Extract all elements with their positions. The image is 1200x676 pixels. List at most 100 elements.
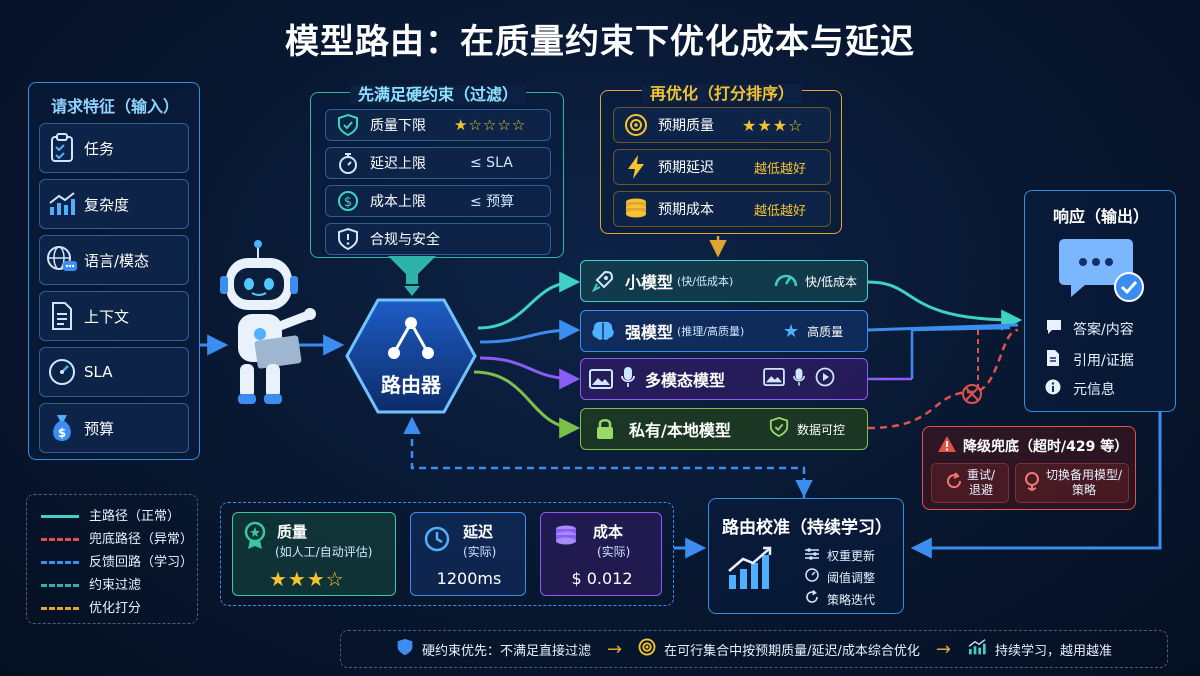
metric-sub: (如人工/自动评估) (275, 545, 373, 559)
document-icon (1045, 349, 1061, 371)
constraint-label: 质量下限 (370, 118, 426, 134)
model-tag: 高质量 (807, 324, 844, 339)
star-icon: ★ (783, 320, 800, 342)
model-name: 私有/本地模型 (629, 421, 731, 440)
model-name: 小模型 (625, 273, 674, 292)
fallback-retry: 重试/ 退避 (931, 463, 1009, 503)
page-title: 模型路由：在质量约束下优化成本与延迟 (285, 22, 915, 62)
score-quality: 预期质量 ★★★☆ (613, 107, 831, 143)
router-node[interactable]: 路由器 (344, 297, 478, 415)
input-item-label: 复杂度 (84, 195, 130, 214)
legend-item-fallback: 兜底路径（异常） (41, 528, 193, 551)
svg-text:$: $ (58, 426, 66, 440)
fallback-item-label: 切换备用模型/ 策略 (1045, 468, 1123, 497)
model-sub: (推理/高质量) (677, 325, 745, 338)
clock-icon (423, 525, 451, 557)
constraint-value: ≤ SLA (470, 155, 513, 171)
metric-label: 延迟 (463, 523, 494, 541)
calibration-panel: 路由校准（持续学习） 权重更新 阈值调整 策略迭代 (708, 498, 904, 614)
arrow-right-icon: → (607, 638, 623, 660)
fallback-switch: 切换备用模型/ 策略 (1015, 463, 1129, 503)
constraint-quality: 质量下限 ★☆☆☆☆ (325, 109, 551, 141)
metric-value: $ 0.012 (571, 569, 633, 588)
award-icon (243, 521, 267, 555)
globe-chat-icon (40, 245, 84, 275)
link-router-strong (479, 319, 581, 344)
model-tag: 数据可控 (797, 422, 846, 437)
constraint-latency: 延迟上限 ≤ SLA (325, 147, 551, 179)
shield-check-icon (769, 416, 789, 442)
fallback-x-circle (962, 384, 982, 404)
model-strong[interactable]: 强模型 (推理/高质量) ★ 高质量 (580, 310, 868, 352)
link-router-private (473, 370, 581, 439)
play-icon (815, 367, 835, 391)
input-item-label: 任务 (84, 139, 115, 158)
footer-bar: 硬约束优先：不满足直接过滤 → 在可行集合中按预期质量/延迟/成本综合优化 → … (340, 630, 1168, 668)
coins-icon (614, 197, 658, 221)
model-private[interactable]: 私有/本地模型 数据可控 (580, 408, 868, 450)
input-item-label: 上下文 (84, 307, 130, 326)
speedometer-icon (773, 268, 799, 294)
fallback-item-label: 重试/ 退避 (966, 468, 996, 497)
legend: 主路径（正常） 兜底路径（异常） 反馈回路（学习） 约束过滤 优化打分 (26, 494, 198, 624)
output-item-label: 引用/证据 (1073, 353, 1134, 369)
output-panel-title: 响应（输出） (1052, 207, 1149, 226)
input-item-language: 语言/模态 (39, 235, 189, 285)
constraint-label: 合规与安全 (370, 232, 440, 248)
model-multimodal[interactable]: 多模态模型 (580, 358, 868, 400)
stopwatch-icon (326, 151, 370, 175)
calibration-item-weights: 权重更新 (805, 545, 875, 567)
constraint-compliance: 合规与安全 (325, 223, 551, 255)
constraint-quality-stars: ★☆☆☆☆ (454, 116, 527, 134)
score-label: 预期成本 (658, 202, 714, 218)
link-output-calibration (910, 412, 1162, 559)
image-icon (581, 369, 621, 389)
metric-label: 质量 (277, 523, 308, 541)
lock-icon (581, 417, 629, 441)
chart-up-icon (967, 638, 987, 660)
metric-cost: 成本 (实际) $ 0.012 (540, 512, 662, 596)
legend-item-main: 主路径（正常） (41, 505, 193, 528)
lightning-icon (614, 154, 658, 180)
score-label: 预期延迟 (658, 160, 714, 176)
output-item-citation: 引用/证据 (1045, 349, 1134, 371)
constraint-label: 延迟上限 (370, 156, 426, 172)
calibration-title: 路由校准（持续学习） (722, 518, 892, 538)
filter-funnel-icon (386, 254, 438, 298)
score-quality-stars: ★★★☆ (742, 115, 804, 135)
output-item-meta: 元信息 (1045, 379, 1115, 399)
svg-text:$: $ (344, 195, 352, 210)
input-item-complexity: 复杂度 (39, 179, 189, 229)
input-panel: 请求特征（输入） 任务 复杂度 语言/模态 上下文 SLA $ 预算 (28, 82, 200, 460)
constraints-panel-title: 先满足硬约束（过滤） (349, 85, 526, 104)
fallback-panel: 降级兜底（超时/429 等） 重试/ 退避 切换备用模型/ 策略 (922, 426, 1136, 510)
footer-item: 硬约束优先：不满足直接过滤 (422, 643, 592, 659)
money-bag-icon: $ (40, 412, 84, 444)
scoring-panel-title: 再优化（打分排序） (641, 84, 802, 103)
link-small-output (867, 280, 1023, 331)
input-item-budget: $ 预算 (39, 403, 189, 453)
model-small[interactable]: 小模型 (快/低成本) 快/低成本 (580, 260, 868, 302)
brain-icon (581, 319, 625, 343)
microphone-icon (793, 367, 805, 391)
refresh-icon (805, 589, 819, 611)
legend-item-filter: 约束过滤 (41, 574, 193, 597)
input-item-label: SLA (84, 363, 113, 381)
metric-sub: (实际) (463, 545, 497, 559)
metric-quality-stars: ★★★☆ (269, 567, 345, 591)
link-router-small (477, 271, 581, 330)
output-panel: 响应（输出） 答案/内容 引用/证据 元信息 (1024, 190, 1176, 412)
info-icon (1045, 379, 1061, 399)
chat-check-icon (1059, 235, 1145, 305)
link-fallback (867, 328, 1019, 430)
input-item-task: 任务 (39, 123, 189, 173)
link-router-multimodal (479, 356, 581, 390)
output-item-label: 答案/内容 (1073, 322, 1134, 338)
metric-sub: (实际) (597, 545, 631, 559)
switch-icon (1022, 471, 1042, 495)
arrow-right-icon: → (935, 638, 951, 660)
metric-label: 成本 (593, 523, 624, 541)
microphone-icon (621, 366, 635, 392)
output-item-label: 元信息 (1073, 382, 1115, 398)
score-label: 预期质量 (658, 118, 714, 134)
